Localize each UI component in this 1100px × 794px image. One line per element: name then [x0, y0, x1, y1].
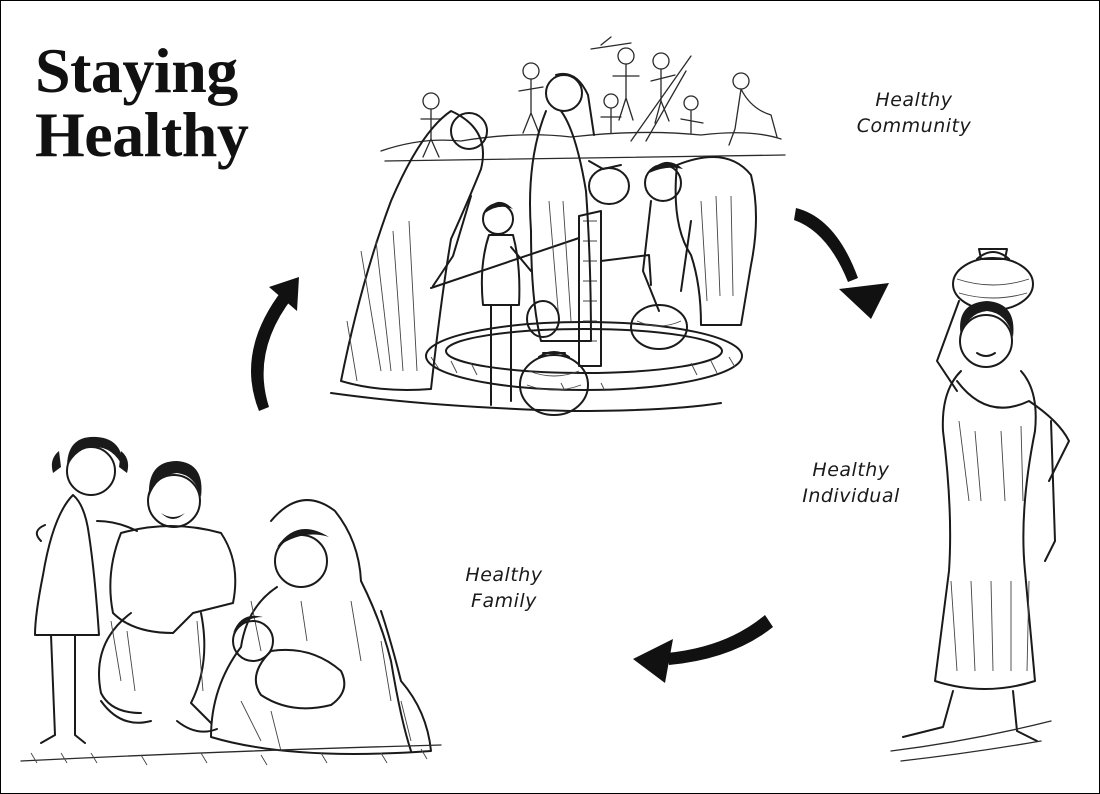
title-line-1: Staying	[35, 35, 238, 106]
community-illustration	[330, 36, 786, 416]
curved-arrow-icon	[633, 639, 673, 683]
curved-arrow-icon	[839, 283, 889, 319]
caption-community-line-2: Community	[856, 115, 972, 137]
caption-community-line-1: Healthy	[875, 89, 953, 111]
caption-family-line-1: Healthy	[465, 564, 543, 586]
title-line-2: Healthy	[35, 99, 249, 170]
individual-illustration	[890, 248, 1070, 762]
caption-healthy-family: Healthy Family	[429, 562, 579, 614]
page-title: Staying Healthy	[35, 35, 249, 170]
curved-arrow-icon	[269, 277, 299, 311]
curved-arrow-icon	[667, 615, 773, 665]
caption-family-line-2: Family	[471, 590, 537, 612]
curved-arrow-icon	[794, 208, 858, 282]
caption-individual-line-1: Healthy	[812, 459, 890, 481]
cycle-arrows	[251, 208, 889, 683]
caption-healthy-individual: Healthy Individual	[776, 457, 926, 509]
caption-healthy-community: Healthy Community	[839, 87, 989, 139]
caption-individual-line-2: Individual	[802, 485, 900, 507]
curved-arrow-icon	[251, 289, 293, 411]
family-illustration	[20, 436, 442, 766]
